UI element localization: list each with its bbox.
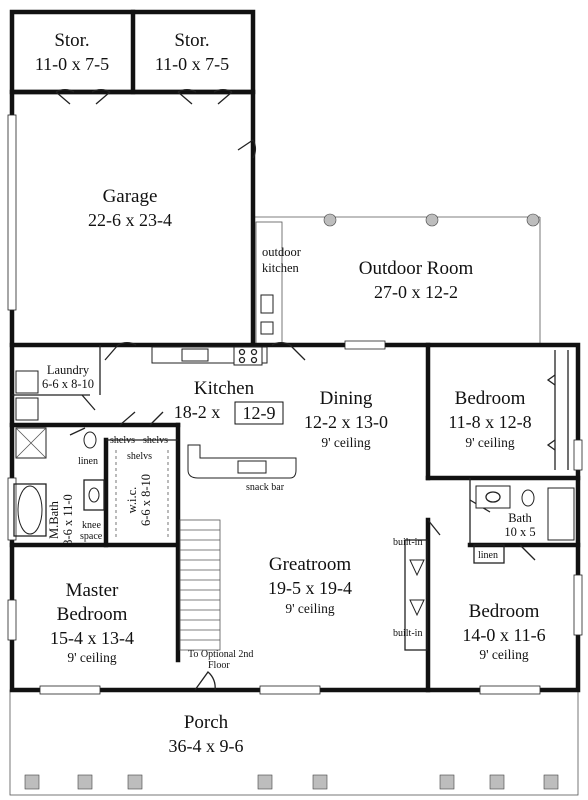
dining-ceiling: 9' ceiling: [321, 435, 371, 450]
greatroom-dim: 19-5 x 19-4: [268, 578, 352, 598]
shelvs-label-2: shelvs: [143, 435, 168, 446]
outdoor-kitchen-l2: kitchen: [262, 261, 300, 275]
kitchen-dim-a: 18-2 x: [174, 402, 221, 422]
porch-column: [439, 774, 455, 790]
fireplace-vent: [409, 559, 425, 577]
knee-label-1: knee: [82, 520, 101, 531]
fireplace-vent: [409, 599, 425, 617]
toilet: [83, 431, 97, 449]
outdoor-column: [526, 213, 540, 227]
grill-fixture: [260, 294, 274, 314]
bedroom-ne-dim: 11-8 x 12-8: [448, 412, 531, 432]
built-in-label-1: built-in: [393, 537, 422, 548]
bath-tub: [547, 487, 575, 541]
master-l2: Bedroom: [57, 604, 128, 625]
outdoor-kitchen-l1: outdoor: [262, 245, 302, 259]
linen-label-1: linen: [78, 456, 98, 467]
bedroom-ne-ceiling: 9' ceiling: [465, 435, 515, 450]
island-sink: [237, 460, 267, 474]
porch-name: Porch: [184, 712, 229, 733]
kitchen-dim-b: 12-9: [243, 403, 276, 423]
dining-name: Dining: [320, 388, 373, 409]
outdoor-column: [323, 213, 337, 227]
washer: [15, 370, 39, 394]
wic-name: w.i.c.: [125, 487, 139, 514]
bedroom-se-ceiling: 9' ceiling: [479, 647, 529, 662]
kitchen-sink: [181, 348, 209, 362]
bedroom-ne-name: Bedroom: [455, 388, 526, 409]
mbath-dim: 8-6 x 11-0: [61, 494, 75, 546]
fireplace: [404, 539, 428, 651]
porch-column: [127, 774, 143, 790]
stairs-label-2: Floor: [208, 660, 230, 671]
bath-vanity: [475, 485, 511, 509]
master-ceiling: 9' ceiling: [67, 650, 117, 665]
outdoor-sink: [260, 321, 274, 335]
mbath-name: M.Bath: [47, 500, 61, 539]
stor-left-dim: 11-0 x 7-5: [35, 54, 109, 74]
greatroom-ceiling: 9' ceiling: [285, 601, 335, 616]
snack-bar-label: snack bar: [246, 482, 285, 493]
linen-label-2: linen: [478, 550, 498, 561]
master-l1: Master: [66, 580, 119, 601]
porch-dim: 36-4 x 9-6: [169, 736, 244, 756]
porch-area: [9, 689, 579, 796]
bathtub: [17, 485, 43, 535]
porch-column: [257, 774, 273, 790]
fixtures: [13, 346, 575, 651]
built-in-label-2: built-in: [393, 628, 422, 639]
stor-right-name: Stor.: [174, 30, 209, 51]
porch-column: [24, 774, 40, 790]
kitchen-name: Kitchen: [194, 378, 255, 399]
labels: Stor. 11-0 x 7-5 Stor. 11-0 x 7-5 Garage…: [35, 30, 546, 756]
outdoor-room-dim: 27-0 x 12-2: [374, 282, 458, 302]
dining-dim: 12-2 x 13-0: [304, 412, 388, 432]
dryer: [15, 397, 39, 421]
garage-dim: 22-6 x 23-4: [88, 210, 172, 230]
doors: [55, 88, 556, 691]
shelvs-label-3: shelvs: [127, 451, 152, 462]
mbath-sink: [88, 487, 100, 503]
bath-toilet: [521, 489, 535, 507]
shelvs-label-1: shelvs: [110, 435, 135, 446]
stor-left-name: Stor.: [54, 30, 89, 51]
laundry-dim: 6-6 x 8-10: [42, 377, 94, 391]
bath-name: Bath: [508, 511, 532, 525]
bedroom-se-name: Bedroom: [469, 601, 540, 622]
outdoor-room-area: [254, 213, 541, 345]
outdoor-column: [425, 213, 439, 227]
stor-right-dim: 11-0 x 7-5: [155, 54, 229, 74]
greatroom-name: Greatroom: [269, 554, 352, 575]
master-dim: 15-4 x 13-4: [50, 628, 134, 648]
porch-column: [543, 774, 559, 790]
windows: [7, 114, 583, 695]
porch-column: [489, 774, 505, 790]
wic-dim: 6-6 x 8-10: [139, 474, 153, 526]
bath-dim: 10 x 5: [504, 525, 535, 539]
stairs-label-1: To Optional 2nd: [188, 649, 253, 660]
bedroom-se-dim: 14-0 x 11-6: [462, 625, 545, 645]
stairs: [179, 519, 221, 651]
laundry-name: Laundry: [47, 363, 90, 377]
range-cooktop: [233, 346, 263, 366]
outdoor-room-name: Outdoor Room: [359, 258, 474, 279]
knee-label-2: space: [80, 531, 103, 542]
garage-name: Garage: [103, 186, 158, 207]
porch-column: [312, 774, 328, 790]
porch-column: [77, 774, 93, 790]
